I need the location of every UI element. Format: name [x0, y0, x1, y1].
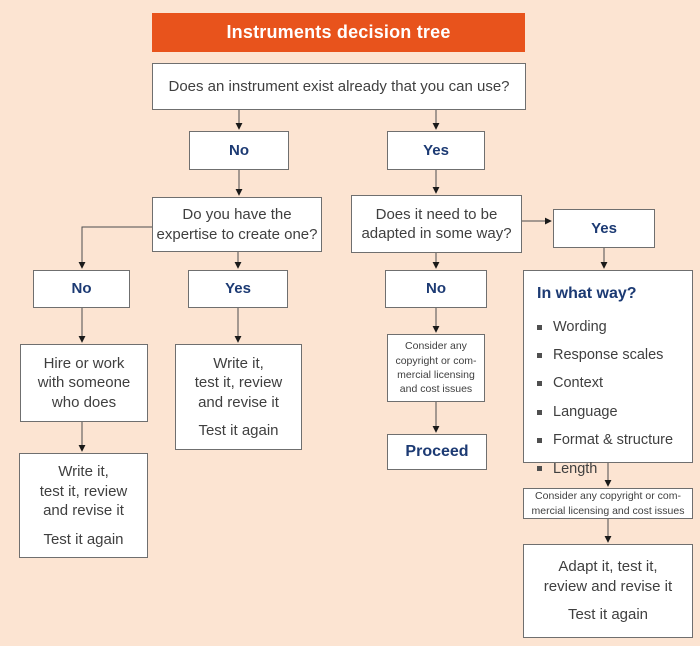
connector-expertise-to-no — [78, 226, 152, 269]
panel-header: In what way? — [537, 285, 637, 302]
answer-yes-expertise: Yes — [188, 270, 288, 308]
action-test-again-text: Test it again — [567, 606, 649, 624]
question-needs-adapting: Does it need to be adapted in some way? — [351, 195, 522, 253]
adaptation-options-list: Wording Response scales Context Language… — [537, 318, 673, 479]
diagram-title: Instruments decision tree — [152, 13, 525, 52]
action-write-test-revise: Write it, test it, review and revise it … — [175, 344, 302, 450]
answer-yes-instrument: Yes — [387, 131, 485, 170]
note-consider-licensing: Consider any copyright or com- mercial l… — [387, 334, 485, 402]
answer-no-adapt: No — [385, 270, 487, 308]
list-item-label: Context — [553, 375, 603, 392]
list-item-label: Response scales — [553, 347, 664, 364]
panel-in-what-way: In what way? Wording Response scales Con… — [523, 270, 693, 477]
question-expertise: Do you have the expertise to create one? — [152, 197, 322, 252]
action-write-main-text: Write it, test it, review and revise it — [39, 463, 128, 519]
action-hire-someone: Hire or work with someone who does — [20, 344, 148, 422]
action-write-main-text: Write it, test it, review and revise it — [194, 354, 283, 411]
list-item-label: Length — [553, 460, 598, 477]
list-item: Context — [537, 374, 673, 393]
answer-no-instrument: No — [189, 131, 289, 170]
list-item: Language — [537, 403, 673, 422]
square-bullet-icon — [537, 438, 542, 444]
list-item: Wording — [537, 318, 673, 337]
action-write-test-revise-after-hire: Write it, test it, review and revise it … — [19, 453, 148, 558]
answer-no-expertise: No — [33, 270, 130, 308]
note-consider-licensing-adapt: Consider any copyright or com- mercial l… — [523, 488, 693, 519]
action-proceed: Proceed — [387, 434, 487, 470]
square-bullet-icon — [537, 324, 542, 330]
answer-yes-adapt: Yes — [553, 209, 655, 248]
square-bullet-icon — [537, 381, 542, 387]
list-item-label: Language — [553, 403, 618, 420]
square-bullet-icon — [537, 466, 542, 472]
list-item-label: Format & structure — [553, 432, 674, 449]
action-test-again-text: Test it again — [43, 530, 124, 548]
question-instrument-exists: Does an instrument exist already that yo… — [152, 63, 526, 110]
square-bullet-icon — [537, 409, 542, 415]
action-test-again-text: Test it again — [198, 422, 279, 439]
list-item-label: Wording — [553, 318, 607, 335]
list-item: Format & structure — [537, 431, 673, 450]
action-adapt-test-revise: Adapt it, test it, review and revise it … — [523, 544, 693, 638]
list-item: Length — [537, 460, 673, 479]
action-adapt-main-text: Adapt it, test it, review and revise it — [543, 558, 673, 595]
list-item: Response scales — [537, 346, 673, 365]
square-bullet-icon — [537, 353, 542, 359]
